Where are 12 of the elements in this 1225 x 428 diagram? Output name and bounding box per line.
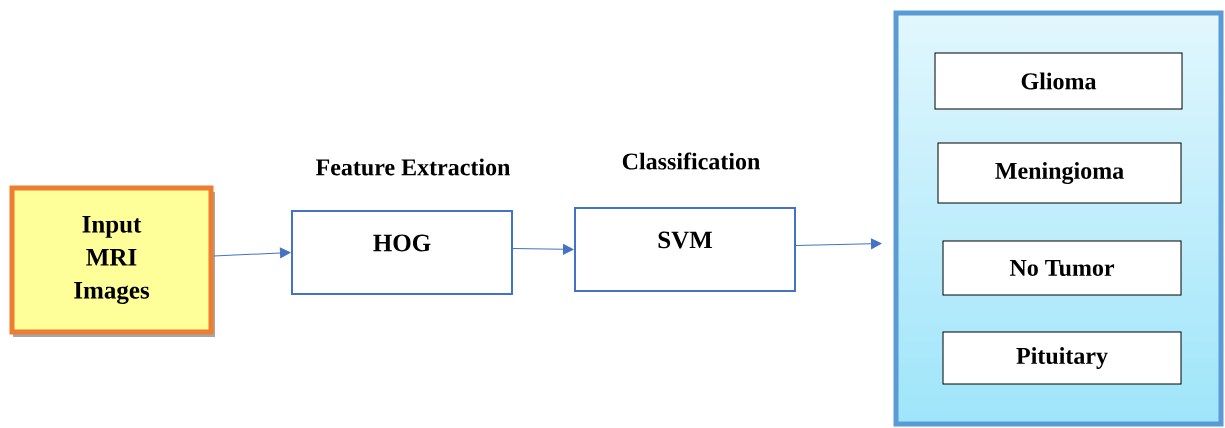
class-box: Glioma: [934, 52, 1183, 110]
class-box: No Tumor: [942, 240, 1182, 296]
process-box: SVM: [574, 207, 796, 292]
class-box: Pituitary: [942, 331, 1182, 385]
process-box: HOG: [291, 210, 513, 295]
input-box: Input MRI Images: [9, 185, 215, 337]
arrow: [213, 247, 291, 259]
arrow: [795, 238, 882, 250]
stage-heading: Feature Extraction: [316, 158, 511, 176]
class-box: Meningioma: [937, 142, 1182, 204]
arrow: [512, 244, 574, 255]
stage-heading: Classification: [622, 152, 760, 170]
